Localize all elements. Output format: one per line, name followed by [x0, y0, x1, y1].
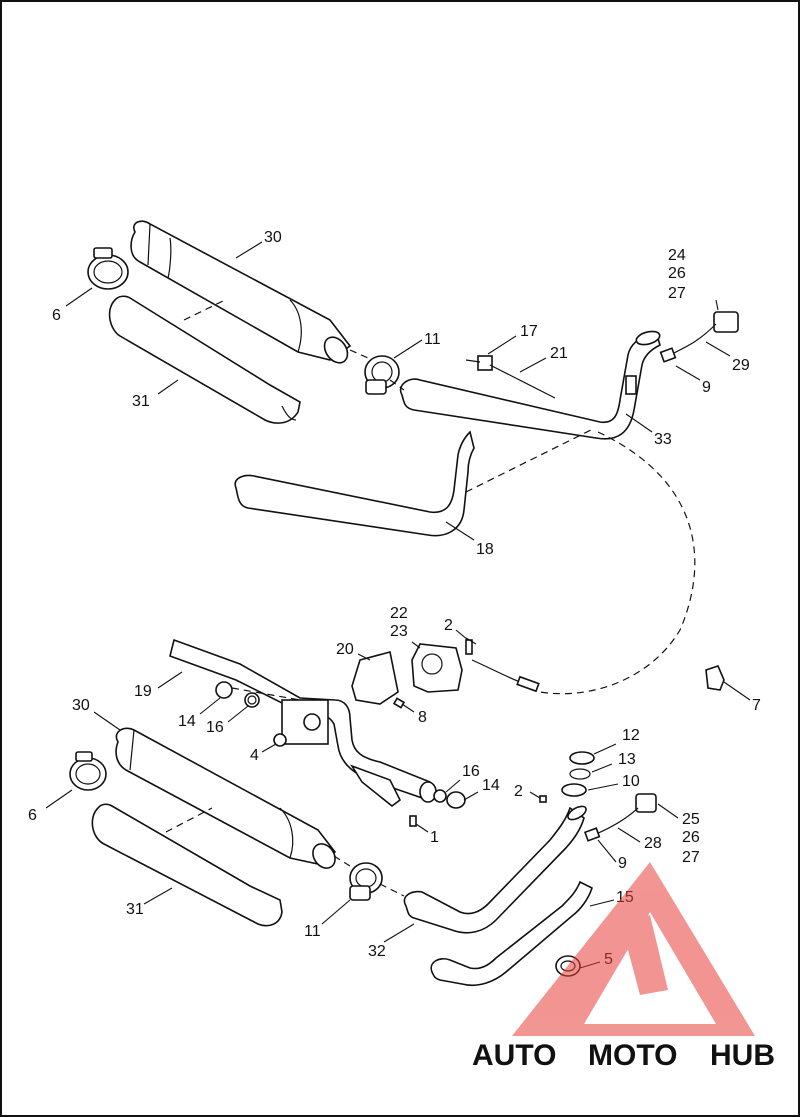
callout-22: 22 — [390, 605, 408, 622]
callout-9-bottom: 9 — [618, 855, 627, 872]
callout-33: 33 — [654, 431, 672, 448]
callout-9-top: 9 — [702, 379, 711, 396]
part-14-16-left-clamp-seal[interactable] — [215, 681, 260, 708]
routing-dashed-lines — [165, 299, 696, 897]
part-1-bolt[interactable] — [409, 815, 417, 827]
part-18-header-pipe[interactable] — [234, 430, 475, 537]
callout-18: 18 — [476, 541, 494, 558]
part-28-oxygen-sensor-bottom[interactable] — [583, 793, 657, 842]
callout-17: 17 — [520, 323, 538, 340]
callout-2-bottom: 2 — [514, 783, 523, 800]
callout-11-top: 11 — [424, 331, 441, 348]
callout-labels: 30 6 31 11 17 21 24 26 27 29 9 33 18 22 … — [28, 229, 761, 968]
part-15-header-pipe[interactable] — [430, 880, 593, 987]
part-6-clamp-top[interactable] — [87, 247, 129, 290]
callout-29: 29 — [732, 357, 750, 374]
callout-25: 25 — [682, 811, 700, 828]
callout-32: 32 — [368, 943, 386, 960]
callout-6-top: 6 — [52, 307, 61, 324]
part-31-heat-shield-top[interactable] — [108, 295, 301, 424]
callout-13: 13 — [618, 751, 636, 768]
part-8-bolt[interactable] — [392, 697, 406, 709]
callout-11-bottom: 11 — [304, 923, 321, 940]
callout-26-bottom: 26 — [682, 829, 700, 846]
watermark-wordmark: AUTO MOTO HUB — [472, 1039, 775, 1072]
watermark-auto: AUTO — [472, 1039, 556, 1072]
part-4-nut[interactable] — [273, 733, 287, 747]
watermark-logo — [512, 862, 755, 1036]
part-19-crossover-pipe[interactable] — [169, 638, 437, 808]
callout-19: 19 — [134, 683, 152, 700]
part-2-stud-top[interactable] — [465, 637, 477, 645]
part-12-13-10-gaskets[interactable] — [561, 751, 595, 797]
callout-27-top: 27 — [668, 285, 686, 302]
part-20-bracket[interactable] — [351, 651, 399, 705]
callout-20: 20 — [336, 641, 354, 658]
part-32-header-pipe[interactable] — [403, 804, 588, 934]
watermark-hub: HUB — [710, 1039, 775, 1072]
part-22-23-actuator-valve[interactable] — [411, 639, 540, 693]
callout-4: 4 — [250, 747, 259, 764]
callout-14-right: 14 — [482, 777, 500, 794]
callout-2-top: 2 — [444, 617, 453, 634]
callout-21: 21 — [550, 345, 568, 362]
part-29-oxygen-sensor-top[interactable] — [659, 311, 739, 363]
callout-8: 8 — [418, 709, 427, 726]
callout-27-bottom: 27 — [682, 849, 700, 866]
callout-6-bottom: 6 — [28, 807, 37, 824]
callout-10: 10 — [622, 773, 640, 790]
part-30-muffler-bottom[interactable] — [115, 727, 340, 872]
callout-16-left: 16 — [206, 719, 224, 736]
callout-24: 24 — [668, 247, 686, 264]
part-16-14-right-seal-clamp[interactable] — [433, 789, 466, 809]
callout-31-bottom: 31 — [126, 901, 144, 918]
part-31-heat-shield-bottom[interactable] — [91, 803, 283, 927]
part-11-clamp-bottom[interactable] — [349, 862, 383, 901]
callout-28: 28 — [644, 835, 662, 852]
callout-1: 1 — [430, 829, 439, 846]
watermark-moto: MOTO — [588, 1039, 677, 1072]
callout-23: 23 — [390, 623, 408, 640]
part-7-cap[interactable] — [705, 665, 725, 691]
callout-14-left: 14 — [178, 713, 196, 730]
callout-31-top: 31 — [132, 393, 150, 410]
callout-26-top: 26 — [668, 265, 686, 282]
part-30-muffler-top[interactable] — [130, 220, 352, 367]
part-33-header-pipe[interactable] — [399, 329, 662, 440]
callout-12: 12 — [622, 727, 640, 744]
callout-16-right: 16 — [462, 763, 480, 780]
part-17-21-bracket-rod[interactable] — [465, 355, 556, 399]
callout-7: 7 — [752, 697, 761, 714]
callout-30-bottom: 30 — [72, 697, 90, 714]
callout-30-top: 30 — [264, 229, 282, 246]
part-2-stud-bottom[interactable] — [539, 795, 547, 803]
part-6-clamp-bottom[interactable] — [69, 751, 107, 791]
